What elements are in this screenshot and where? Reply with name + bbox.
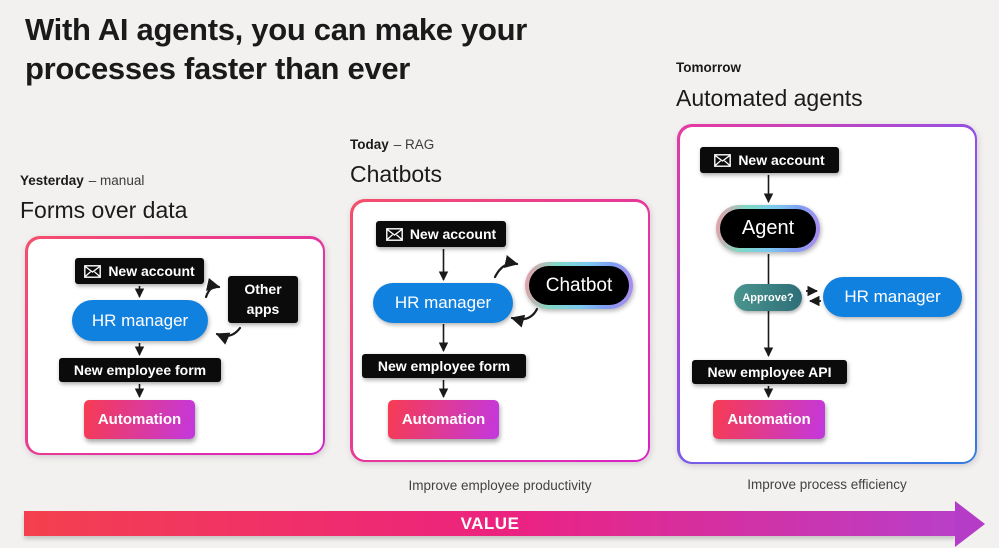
panel-tag-tomorrow: Tomorrow xyxy=(676,60,746,75)
node-agent: Agent xyxy=(716,205,820,252)
node-automation-2: Automation xyxy=(388,400,499,439)
value-arrow-head xyxy=(955,501,985,547)
node-automation-1: Automation xyxy=(84,400,195,439)
node-approve: Approve? xyxy=(734,284,802,311)
tag-today: Today xyxy=(350,137,389,152)
value-arrow: VALUE xyxy=(24,501,985,547)
node-label: New account xyxy=(738,152,825,168)
node-label: HR manager xyxy=(394,293,492,312)
node-other-apps: Other apps xyxy=(228,276,298,323)
panel-tag-today: Today – RAG xyxy=(350,137,434,152)
node-hr-manager-3: HR manager xyxy=(823,277,962,317)
page-title: With AI agents, you can make your proces… xyxy=(25,12,528,87)
node-new-employee-form-1: New employee form xyxy=(59,358,221,382)
node-label: New employee form xyxy=(73,362,207,378)
node-label: Chatbot xyxy=(545,274,613,296)
panel-heading-forms-over-data: Forms over data xyxy=(20,197,188,223)
node-label: Approve? xyxy=(742,291,794,304)
panel-heading-automated-agents: Automated agents xyxy=(676,85,863,111)
node-hr-manager-2: HR manager xyxy=(373,283,513,323)
panel-tag-yesterday: Yesterday – manual xyxy=(20,173,144,188)
node-label: New account xyxy=(409,226,497,242)
node-new-account-2: New account xyxy=(376,221,506,247)
tag-yesterday-suffix: – manual xyxy=(88,173,145,188)
node-hr-manager-1: HR manager xyxy=(72,300,208,341)
node-new-account-1: New account xyxy=(75,258,204,284)
tag-today-suffix: – RAG xyxy=(393,137,435,152)
node-label: Automation xyxy=(97,411,182,428)
caption-tomorrow: Improve process efficiency xyxy=(747,477,907,492)
node-label: Agent xyxy=(741,217,795,239)
value-arrow-bar xyxy=(24,511,956,536)
value-arrow-label: VALUE xyxy=(460,514,520,533)
envelope-icon xyxy=(385,227,403,241)
node-new-account-3: New account xyxy=(700,147,839,173)
node-new-employee-api: New employee API xyxy=(692,360,847,384)
node-automation-3: Automation xyxy=(713,400,825,439)
node-label: Other apps xyxy=(244,280,282,317)
node-label: New employee form xyxy=(377,358,511,374)
node-label: New account xyxy=(108,263,195,279)
node-label: HR manager xyxy=(91,310,189,330)
agent-pill: Agent xyxy=(720,209,816,248)
node-label: Automation xyxy=(401,411,486,428)
tag-yesterday: Yesterday xyxy=(20,173,84,188)
panel-heading-chatbots: Chatbots xyxy=(350,161,443,187)
tag-tomorrow: Tomorrow xyxy=(676,60,741,75)
node-label: Automation xyxy=(727,411,811,428)
node-chatbot: Chatbot xyxy=(525,262,633,309)
envelope-icon xyxy=(84,264,102,278)
caption-today: Improve employee productivity xyxy=(408,478,592,493)
envelope-icon xyxy=(714,153,732,167)
node-label: HR manager xyxy=(844,287,941,306)
node-label: New employee API xyxy=(707,364,832,380)
chatbot-pill: Chatbot xyxy=(529,266,629,305)
node-new-employee-form-2: New employee form xyxy=(362,354,526,378)
